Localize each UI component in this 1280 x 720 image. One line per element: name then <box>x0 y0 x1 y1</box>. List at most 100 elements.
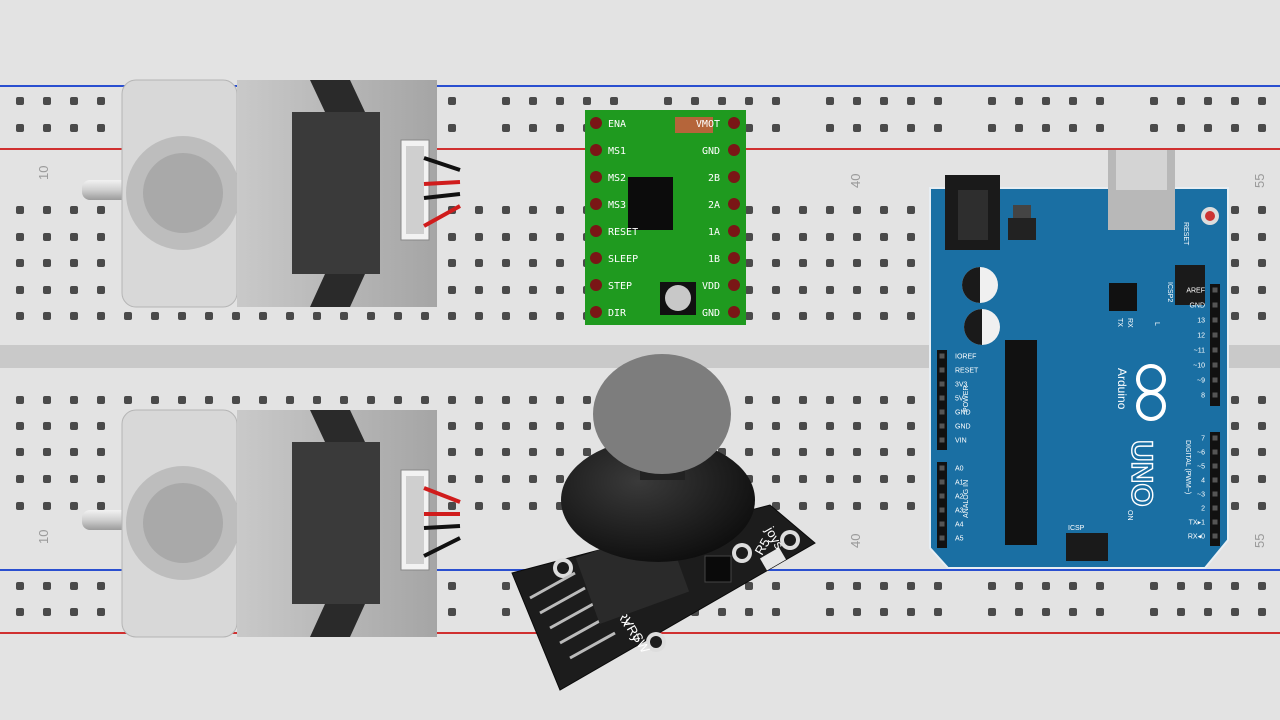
header-pin[interactable] <box>1212 392 1218 398</box>
arduino-logo <box>1136 364 1166 421</box>
breadboard-hole <box>556 206 564 214</box>
breadboard-hole <box>502 502 510 510</box>
usb-chip <box>1109 283 1137 311</box>
driver-pin-hole <box>728 198 740 210</box>
header-pin-label: A2 <box>955 494 964 501</box>
breadboard-hole <box>988 124 996 132</box>
breadboard-hole <box>1150 582 1158 590</box>
breadboard-hole <box>97 475 105 483</box>
header-pin[interactable] <box>939 409 945 415</box>
breadboard-hole <box>1177 97 1185 105</box>
header-strip <box>937 462 947 548</box>
header-pin[interactable] <box>1212 519 1218 525</box>
breadboard-hole <box>1231 475 1239 483</box>
header-pin[interactable] <box>1212 377 1218 383</box>
breadboard-hole <box>826 286 834 294</box>
joystick-cap[interactable] <box>593 354 731 474</box>
header-pin[interactable] <box>1212 287 1218 293</box>
breadboard-hole <box>232 312 240 320</box>
header-pin[interactable] <box>939 521 945 527</box>
header-pin-label: A4 <box>955 522 964 529</box>
breadboard-hole <box>880 422 888 430</box>
driver-pin-hole <box>728 252 740 264</box>
breadboard-hole <box>1015 608 1023 616</box>
header-pin-label: GND <box>1189 303 1205 310</box>
breadboard-hole <box>799 396 807 404</box>
column-number: 55 <box>1252 534 1267 548</box>
breadboard-hole <box>826 448 834 456</box>
header-strip <box>1210 284 1220 406</box>
header-pin[interactable] <box>939 465 945 471</box>
header-pin[interactable] <box>1212 477 1218 483</box>
header-pin-label: 5V <box>955 396 964 403</box>
header-pin[interactable] <box>939 367 945 373</box>
header-pin-label: ~6 <box>1197 450 1205 457</box>
joystick-button[interactable] <box>704 555 732 583</box>
driver-pin-hole <box>728 306 740 318</box>
header-pin[interactable] <box>939 381 945 387</box>
breadboard-hole <box>1204 124 1212 132</box>
arduino-pcb <box>929 187 1229 569</box>
header-pin[interactable] <box>1212 505 1218 511</box>
header-pin[interactable] <box>1212 317 1218 323</box>
breadboard-hole <box>475 475 483 483</box>
header-pin[interactable] <box>939 437 945 443</box>
driver-pin-hole <box>590 306 602 318</box>
header-pin[interactable] <box>1212 463 1218 469</box>
header-pin[interactable] <box>1212 302 1218 308</box>
header-pin[interactable] <box>939 493 945 499</box>
header-pin[interactable] <box>939 423 945 429</box>
header-pin[interactable] <box>939 395 945 401</box>
header-pin[interactable] <box>1212 347 1218 353</box>
stepper-motor-2[interactable] <box>82 409 461 638</box>
breadboard-hole <box>43 448 51 456</box>
breadboard-hole <box>718 608 726 616</box>
header-pin[interactable] <box>1212 332 1218 338</box>
header-pin[interactable] <box>1212 491 1218 497</box>
header-pin-label: A1 <box>955 480 964 487</box>
joystick-module[interactable]: R5 joys GND+5VVRxVRySW <box>511 354 816 691</box>
breadboard-hole <box>880 448 888 456</box>
driver-potentiometer[interactable] <box>665 285 691 311</box>
breadboard-hole <box>745 97 753 105</box>
breadboard-hole <box>853 448 861 456</box>
arduino-uno[interactable]: RESET ICSP2 ICSP TX RX L ON Arduino UNO … <box>929 150 1229 569</box>
header-pin[interactable] <box>1212 435 1218 441</box>
breadboard-hole <box>16 422 24 430</box>
breadboard-hole <box>799 233 807 241</box>
driver-capacitor <box>675 117 713 133</box>
breadboard-hole <box>502 233 510 241</box>
breadboard-hole <box>70 312 78 320</box>
header-pin[interactable] <box>1212 449 1218 455</box>
stepper-motor-1[interactable] <box>82 79 461 308</box>
breadboard-hole <box>772 475 780 483</box>
header-pin[interactable] <box>939 353 945 359</box>
header-pin[interactable] <box>1212 362 1218 368</box>
driver-pin-hole <box>590 279 602 291</box>
breadboard-hole <box>1069 582 1077 590</box>
header-pin[interactable] <box>1212 533 1218 539</box>
breadboard-hole <box>934 97 942 105</box>
breadboard-hole <box>124 396 132 404</box>
header-pin[interactable] <box>939 507 945 513</box>
joystick-header-pins <box>529 571 616 660</box>
breadboard-hole <box>907 124 915 132</box>
breadboard-hole <box>502 608 510 616</box>
driver-pin-label: 1A <box>708 227 720 238</box>
breadboard-hole <box>502 97 510 105</box>
breadboard-hole <box>853 233 861 241</box>
breadboard-hole <box>1231 582 1239 590</box>
breadboard-hole <box>448 286 456 294</box>
header-pin[interactable] <box>939 479 945 485</box>
breadboard-hole <box>70 124 78 132</box>
breadboard-hole <box>43 422 51 430</box>
breadboard-hole <box>70 448 78 456</box>
breadboard-hole <box>16 259 24 267</box>
header-pin[interactable] <box>939 535 945 541</box>
breadboard-hole <box>1231 124 1239 132</box>
breadboard-hole <box>853 608 861 616</box>
breadboard-hole <box>70 206 78 214</box>
breadboard-hole <box>880 502 888 510</box>
breadboard-hole <box>1069 608 1077 616</box>
